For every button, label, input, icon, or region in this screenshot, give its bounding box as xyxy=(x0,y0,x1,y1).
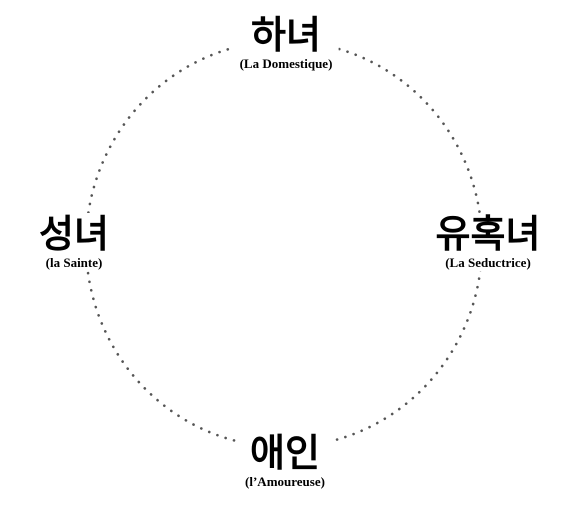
french-label: (La Seductrice) xyxy=(445,255,531,270)
french-label: (l’Amoureuse) xyxy=(245,474,325,489)
korean-label: 하녀 xyxy=(251,13,321,57)
korean-label: 애인 xyxy=(250,431,320,475)
korean-label: 성녀 xyxy=(39,212,109,256)
node-l-amoureuse: 애인 (l’Amoureuse) xyxy=(239,432,331,490)
node-la-sainte: 성녀 (la Sainte) xyxy=(35,213,113,271)
node-la-domestique: 하녀 (La Domestique) xyxy=(233,13,339,72)
french-label: (la Sainte) xyxy=(45,255,103,270)
korean-label: 유혹녀 xyxy=(435,212,541,256)
node-la-seductrice: 유혹녀 (La Seductrice) xyxy=(431,212,545,271)
french-label: (La Domestique) xyxy=(239,56,333,71)
